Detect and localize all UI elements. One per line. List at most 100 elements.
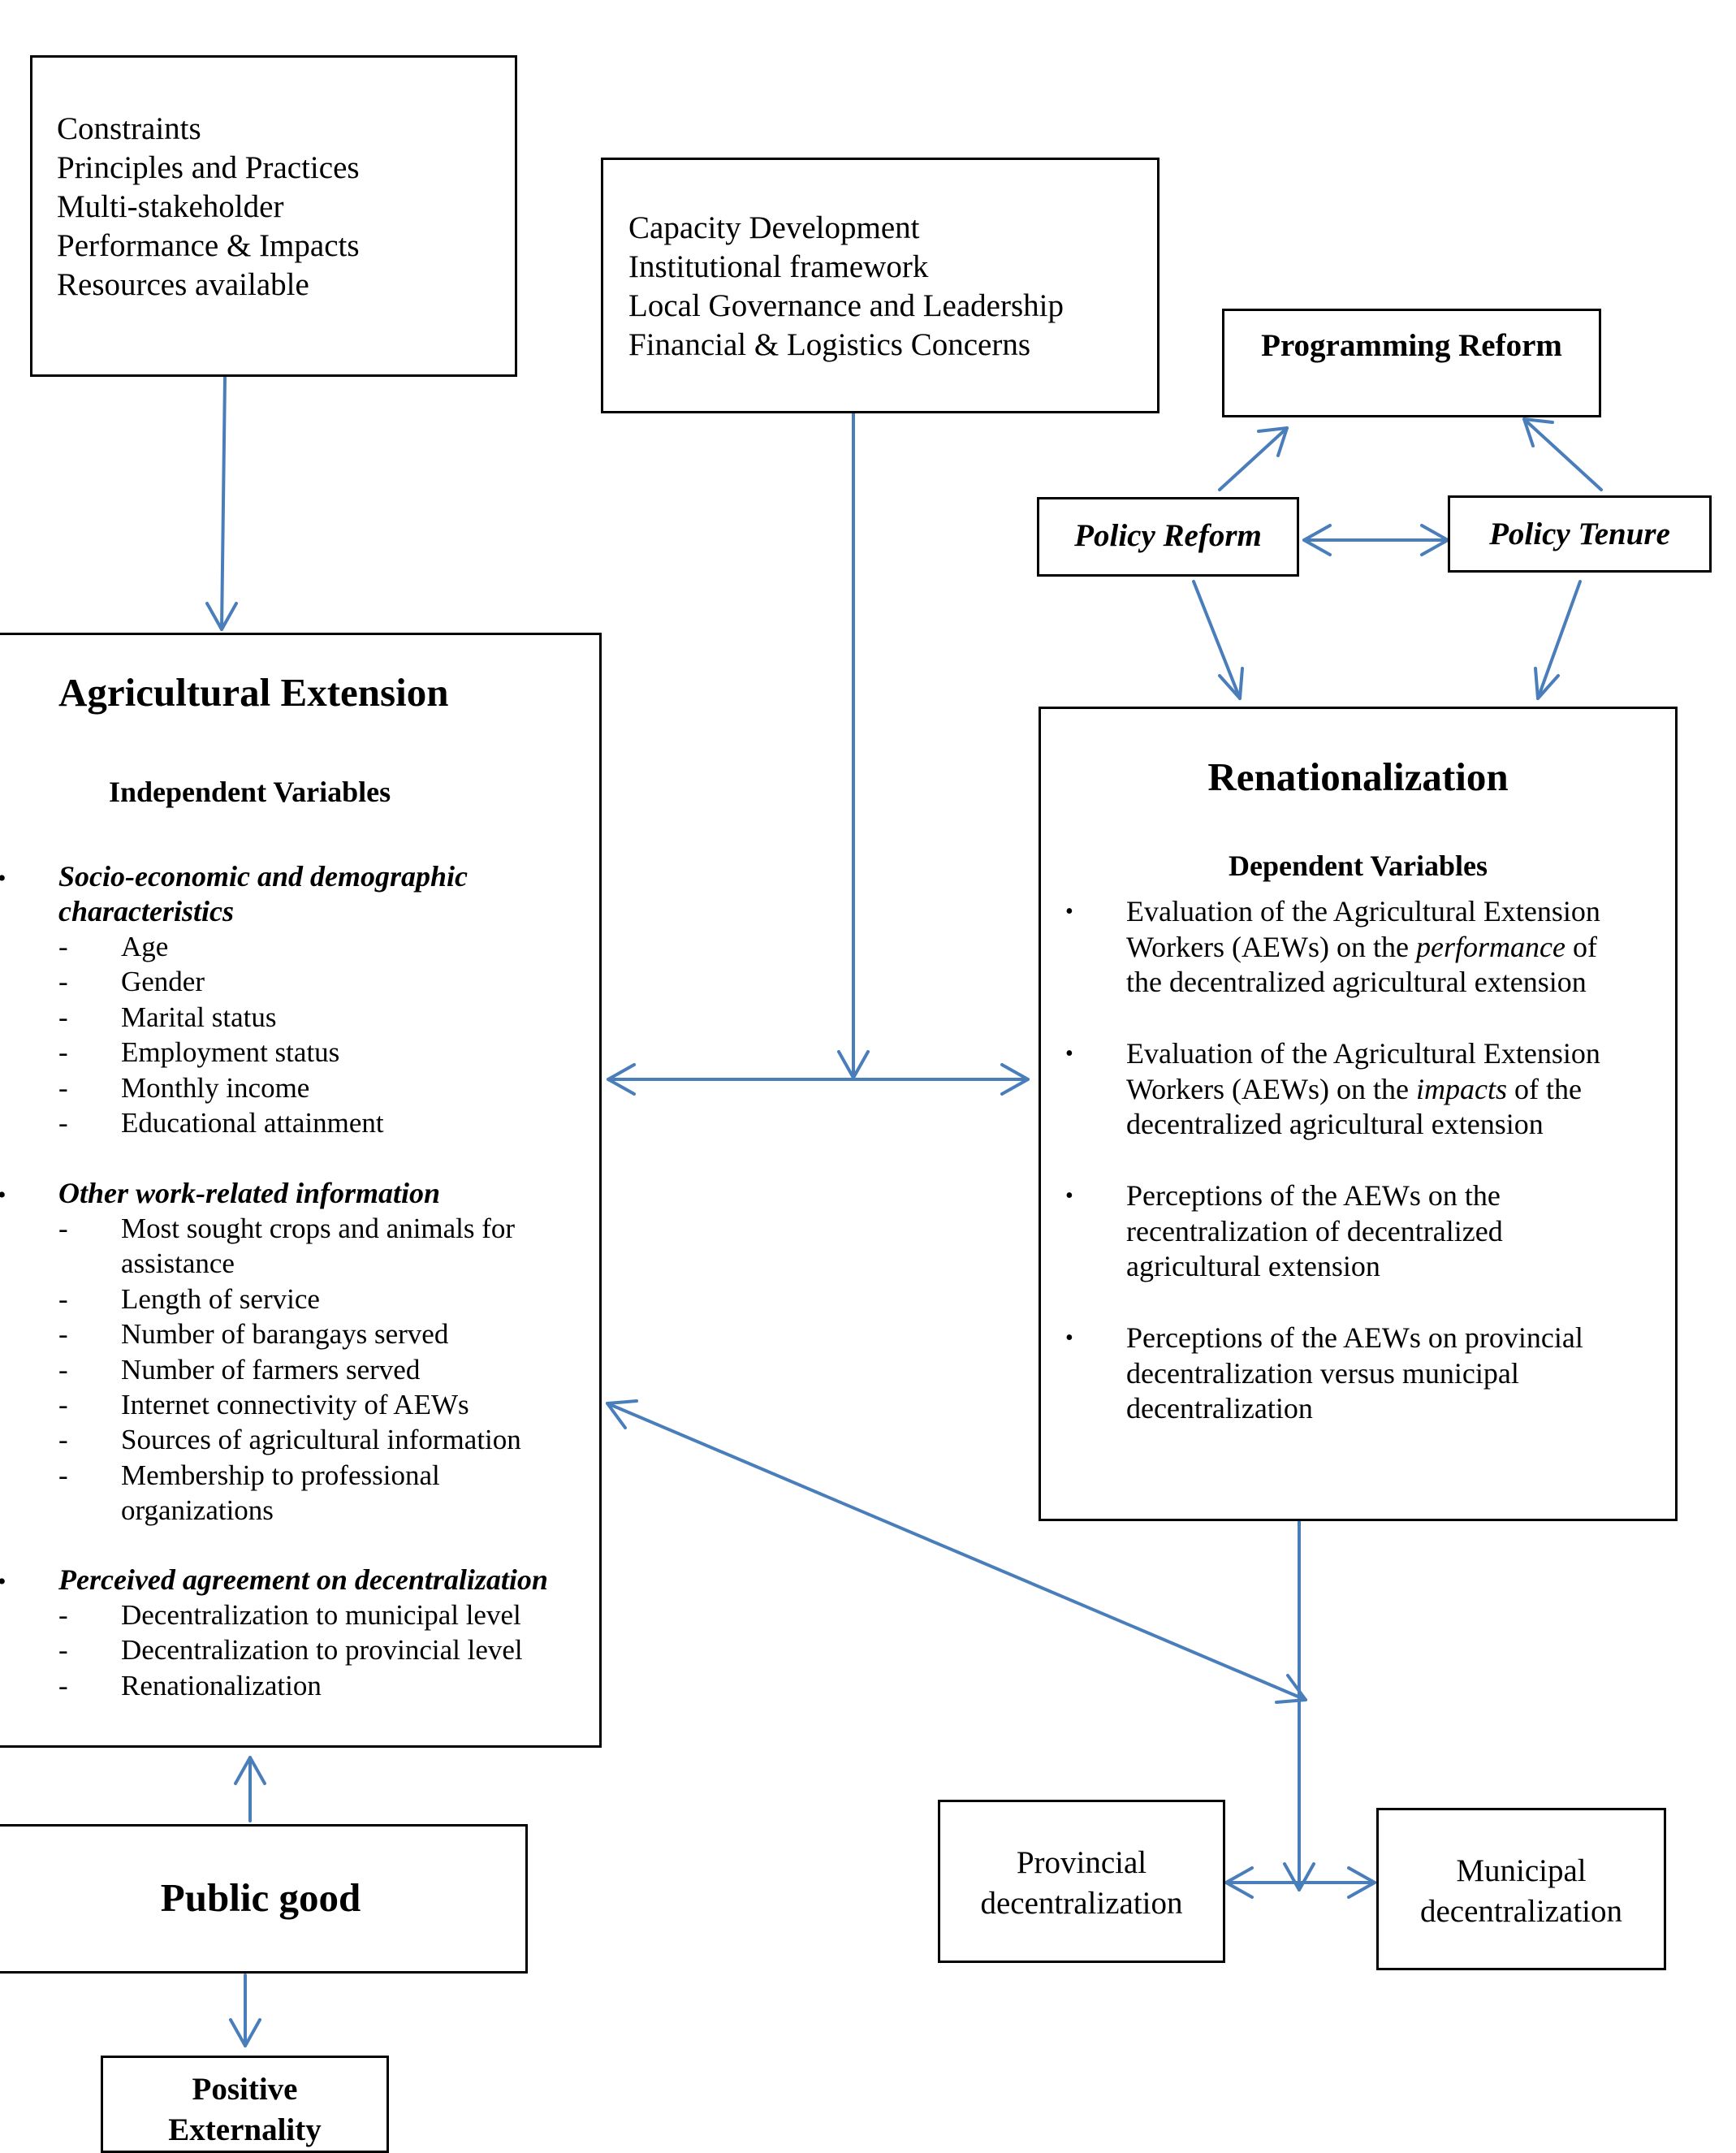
dependent-item-line: Perceptions of the AEWs on provincial — [1126, 1321, 1583, 1354]
list-item-text: Renationalization — [121, 1669, 322, 1701]
group-heading-work-related: Other work-related information — [58, 1176, 440, 1211]
list-item: -Number of barangays served — [58, 1316, 521, 1351]
list-item-text: Internet connectivity of AEWs — [121, 1389, 469, 1421]
constraints-line: Constraints — [57, 111, 201, 146]
capacity-line: Institutional framework — [628, 249, 929, 284]
capacity-box: Capacity Development Institutional frame… — [601, 158, 1159, 413]
dependent-variables-heading: Dependent Variables — [1228, 850, 1488, 882]
dependent-item-line: the decentralized agricultural extension — [1126, 966, 1587, 998]
group-heading-line: characteristics — [58, 895, 234, 927]
list-item-text: Number of farmers served — [121, 1353, 421, 1386]
list-item-text: Gender — [121, 966, 205, 998]
constraints-line: Resources available — [57, 267, 309, 302]
list-item: -Marital status — [58, 1000, 384, 1035]
dash-icon: - — [58, 1318, 68, 1351]
constraints-box: Constraints Principles and Practices Mul… — [30, 55, 517, 377]
list-item: -Age — [58, 929, 384, 964]
list-item: - Monthly income — [58, 1070, 384, 1105]
dependent-item-line: decentralized agricultural extension — [1126, 1108, 1544, 1140]
provincial-decentralization-label: Provincial decentralization — [980, 1845, 1183, 1921]
dash-icon: - — [58, 1424, 68, 1456]
work-related-list: - Most sought crops and animals for assis… — [58, 1211, 521, 1528]
municipal-decentralization-box: Municipal decentralization — [1376, 1808, 1666, 1970]
agricultural-extension-box: Agricultural Extension Independent Varia… — [0, 633, 602, 1748]
list-item-text: Marital status — [121, 1001, 277, 1033]
group-heading-line: Other work-related information — [58, 1177, 441, 1209]
list-item-text: Educational attainment — [121, 1107, 384, 1139]
renationalization-title: Renationalization — [1207, 754, 1509, 799]
renationalization-box: Renationalization Dependent Variables • … — [1039, 707, 1678, 1521]
dash-icon: - — [58, 1107, 68, 1139]
arrow-policy-reform-to-programming — [1218, 426, 1289, 491]
policy-tenure-label: Policy Tenure — [1489, 517, 1670, 551]
dependent-item-line: Evaluation of the Agricultural Extension — [1126, 895, 1600, 927]
dash-icon: - — [58, 1071, 68, 1104]
policy-reform-box: Policy Reform — [1037, 497, 1299, 577]
dependent-item-line: Workers (AEWs) on the impacts of the — [1126, 1072, 1582, 1105]
dependent-item-line: recentralization of decentralized — [1126, 1214, 1503, 1247]
list-item: -Decentralization to provincial level — [58, 1632, 523, 1667]
dependent-item-line: decentralization — [1126, 1392, 1313, 1425]
list-item: assistance — [58, 1246, 521, 1281]
constraints-line: Multi-stakeholder — [57, 189, 284, 224]
dash-icon: - — [58, 1459, 68, 1491]
arrow-constraints-to-ag — [220, 376, 227, 631]
bullet-icon: • — [0, 861, 6, 896]
list-item-text: Monthly income — [121, 1071, 310, 1104]
list-item-text: organizations — [121, 1494, 274, 1527]
socio-economic-list: -Age -Gender -Marital status -Employment… — [58, 929, 384, 1140]
dependent-item-line: Workers (AEWs) on the performance of — [1126, 930, 1597, 963]
programming-reform-label: Programming Reform — [1261, 328, 1562, 363]
group-heading-socio-economic: Socio-economic and demographic character… — [58, 859, 468, 929]
bullet-icon: • — [1065, 1041, 1073, 1066]
dependent-item-line: Evaluation of the Agricultural Extension — [1126, 1037, 1600, 1070]
provincial-decentralization-box: Provincial decentralization — [938, 1800, 1225, 1963]
programming-reform-box: Programming Reform — [1222, 309, 1601, 417]
group-heading-decentralization: Perceived agreement on decentralization — [58, 1563, 548, 1597]
list-item: - Length of service — [58, 1282, 521, 1316]
arrow-ag-diagonal — [606, 1402, 1307, 1701]
bullet-icon: • — [0, 1564, 6, 1599]
dependent-item-recentralization: • Perceptions of the AEWs on the recentr… — [1065, 1178, 1503, 1285]
dash-icon: - — [58, 1669, 68, 1701]
dash-icon: - — [58, 931, 68, 962]
list-item: - Sources of agricultural information — [58, 1422, 521, 1457]
independent-variables-heading: Independent Variables — [109, 776, 391, 808]
list-item: - Internet connectivity of AEWs — [58, 1387, 521, 1422]
dash-icon: - — [58, 1634, 68, 1667]
list-item: - Most sought crops and animals for — [58, 1211, 521, 1246]
list-item-text: Length of service — [121, 1282, 320, 1315]
dependent-item-line: Perceptions of the AEWs on the — [1126, 1179, 1501, 1212]
policy-reform-label: Policy Reform — [1074, 518, 1262, 553]
bullet-icon: • — [1065, 1325, 1073, 1351]
capacity-line: Local Governance and Leadership — [628, 288, 1064, 323]
municipal-decentralization-label: Municipal decentralization — [1419, 1853, 1623, 1929]
list-item: - Number of farmers served — [58, 1352, 521, 1387]
list-item: - Educational attainment — [58, 1105, 384, 1140]
dash-icon: - — [58, 1213, 68, 1244]
list-item: - Gender — [58, 964, 384, 999]
public-good-box: Public good — [0, 1824, 528, 1974]
list-item: -Decentralization to municipal level — [58, 1597, 523, 1632]
positive-externality-label: Positive Externality — [168, 2072, 322, 2147]
list-item: organizations — [58, 1493, 521, 1528]
dependent-item-line: agricultural extension — [1126, 1250, 1380, 1282]
list-item-text: Sources of agricultural information — [121, 1424, 521, 1456]
list-item-text: Most sought crops and animals for — [121, 1213, 516, 1244]
arrow-policy-reform-to-ren — [1192, 580, 1242, 700]
dash-icon: - — [58, 1282, 68, 1315]
group-heading-line: Socio-economic and demographic — [58, 860, 468, 893]
list-item: -Employment status — [58, 1035, 384, 1070]
dash-icon: - — [58, 966, 68, 998]
policy-tenure-box: Policy Tenure — [1448, 495, 1712, 573]
list-item-text: Membership to professional — [121, 1459, 440, 1491]
constraints-line: Performance & Impacts — [57, 228, 360, 263]
positive-externality-box: Positive Externality — [101, 2056, 389, 2153]
dash-icon: - — [58, 1389, 68, 1421]
list-item: - Membership to professional — [58, 1458, 521, 1493]
group-heading-line: Perceived agreement on decentralization — [58, 1563, 548, 1596]
dash-icon: - — [58, 1353, 68, 1386]
dash-icon: - — [58, 1036, 68, 1069]
capacity-line: Capacity Development — [628, 210, 920, 245]
constraints-list: Constraints Principles and Practices Mul… — [57, 110, 360, 305]
